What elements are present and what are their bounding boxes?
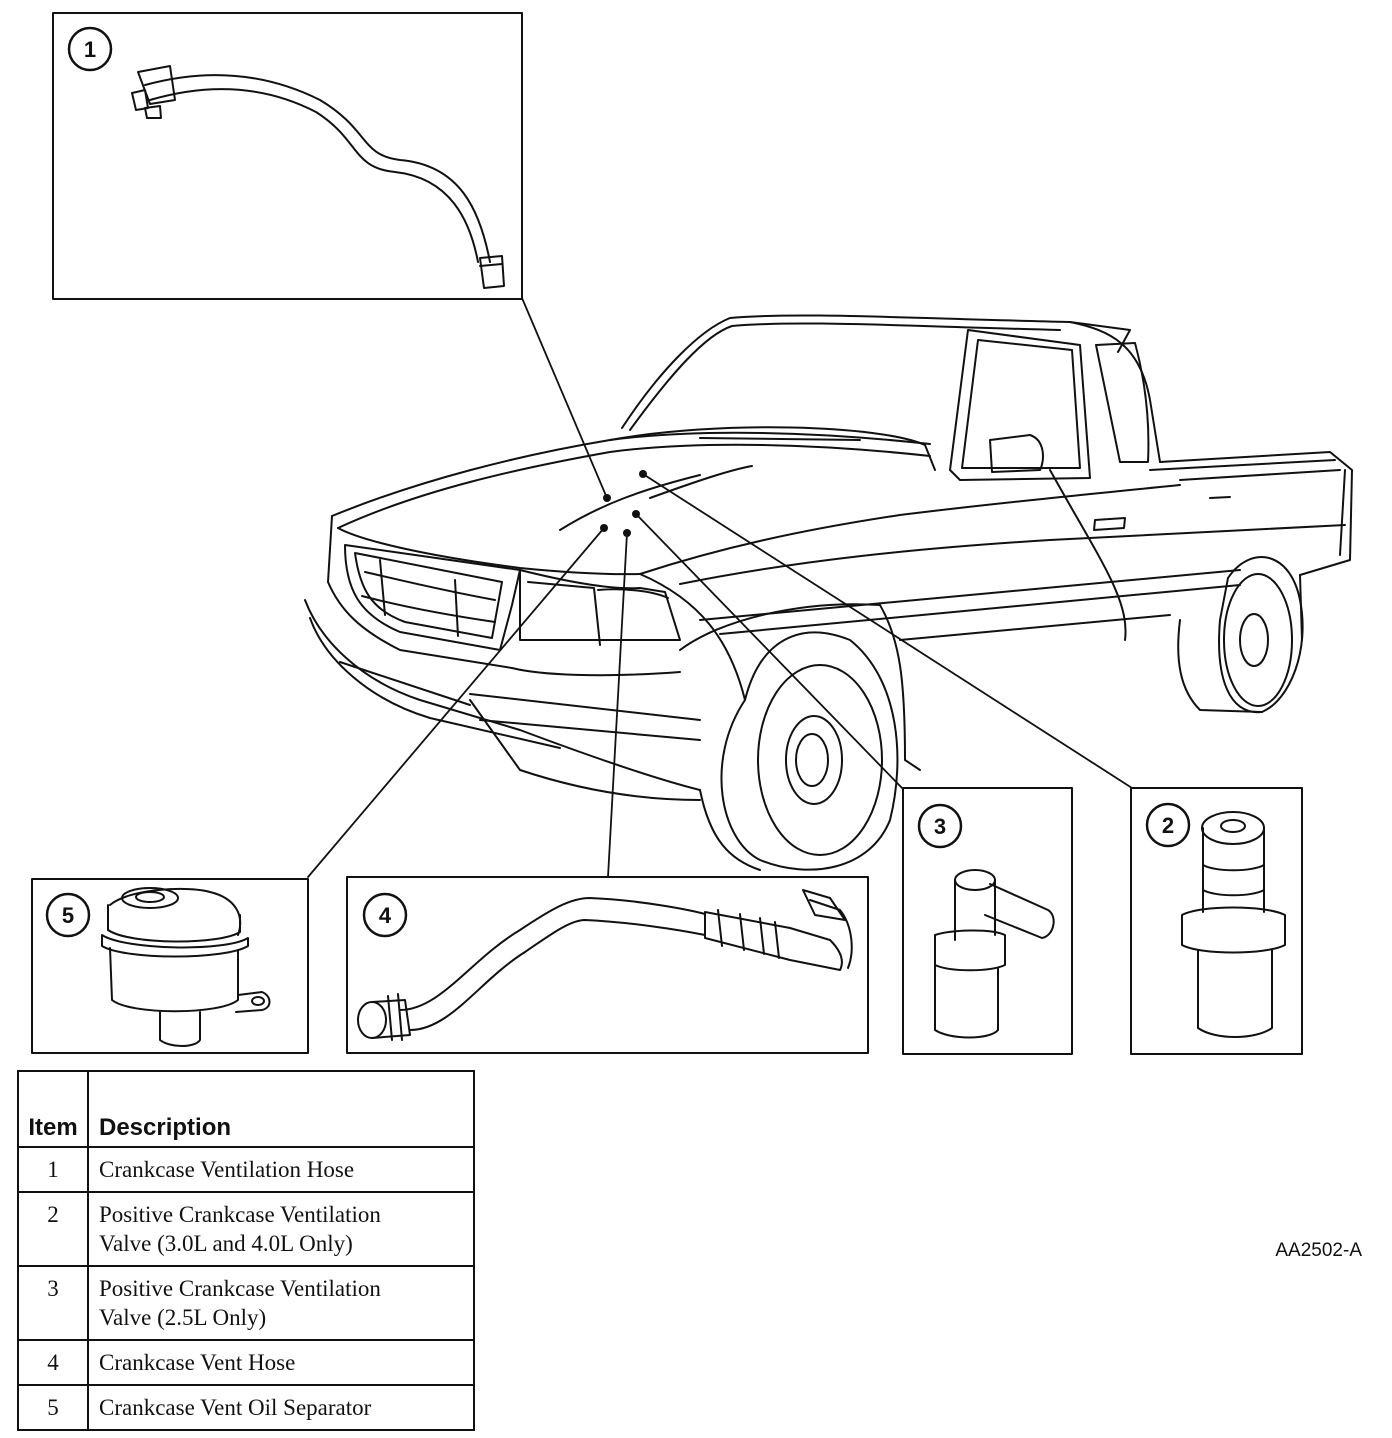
inset-2-pcv-valve xyxy=(1130,787,1303,1055)
inset-1-ventilation-hose xyxy=(52,12,523,300)
table-row: 4 Crankcase Vent Hose xyxy=(17,1339,475,1386)
inset-5-oil-separator xyxy=(31,878,309,1054)
legend-table: Item Description 1 Crankcase Ventilation… xyxy=(17,1070,475,1431)
legend-header-row: Item Description xyxy=(17,1070,475,1148)
svg-text:5: 5 xyxy=(62,903,74,928)
item-number: 5 xyxy=(17,1384,89,1431)
leader-lines xyxy=(307,297,1133,878)
inset-4-crankcase-vent-hose xyxy=(346,876,869,1054)
item-number: 1 xyxy=(17,1146,89,1193)
item-number: 4 xyxy=(17,1339,89,1386)
pickup-truck-illustration xyxy=(304,314,1353,871)
description-line: Positive Crankcase Ventilation xyxy=(99,1202,381,1227)
item-description: Crankcase Vent Hose xyxy=(87,1339,475,1386)
description-line: Valve (3.0L and 4.0L Only) xyxy=(99,1231,353,1256)
callout-5: 5 xyxy=(45,892,91,938)
description-line: Valve (2.5L Only) xyxy=(99,1305,267,1330)
item-description: Crankcase Vent Oil Separator xyxy=(87,1384,475,1431)
callout-1: 1 xyxy=(67,26,113,72)
table-row: 5 Crankcase Vent Oil Separator xyxy=(17,1384,475,1431)
figure-id: AA2502-A xyxy=(1275,1240,1362,1261)
description-column-header: Description xyxy=(87,1070,475,1148)
svg-text:2: 2 xyxy=(1162,813,1174,838)
table-row: 1 Crankcase Ventilation Hose xyxy=(17,1146,475,1193)
item-column-header: Item xyxy=(17,1070,89,1148)
svg-text:4: 4 xyxy=(379,903,392,928)
item-description: Crankcase Ventilation Hose xyxy=(87,1146,475,1193)
callout-2: 2 xyxy=(1145,802,1191,848)
attachment-dots xyxy=(600,470,647,537)
svg-text:3: 3 xyxy=(934,814,946,839)
item-number: 2 xyxy=(17,1191,89,1267)
callout-3: 3 xyxy=(917,803,963,849)
callout-4: 4 xyxy=(362,892,408,938)
inset-3-pcv-valve xyxy=(902,787,1073,1055)
description-line: Crankcase Ventilation Hose xyxy=(99,1157,355,1182)
svg-text:1: 1 xyxy=(84,37,96,62)
description-line: Crankcase Vent Oil Separator xyxy=(99,1395,372,1420)
description-line: Positive Crankcase Ventilation xyxy=(99,1276,381,1301)
item-number: 3 xyxy=(17,1265,89,1341)
description-line: Crankcase Vent Hose xyxy=(99,1350,296,1375)
